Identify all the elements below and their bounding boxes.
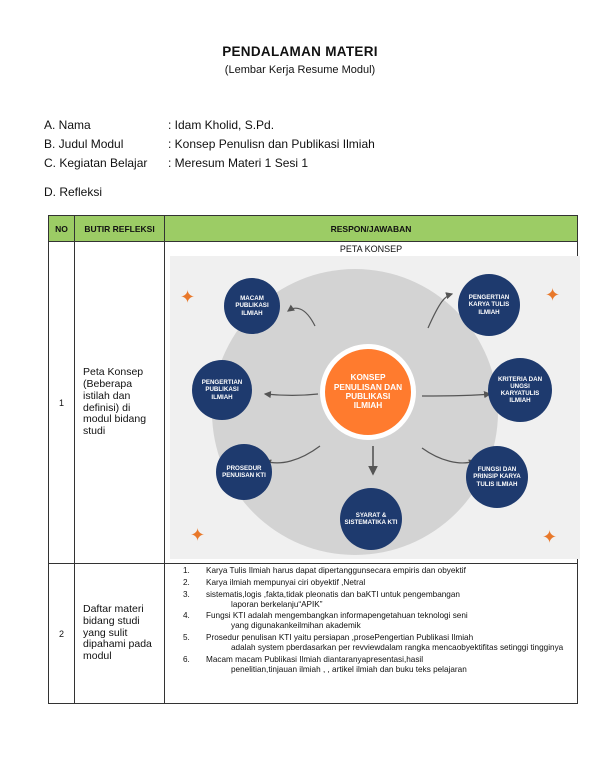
respon-cell: 1.Karya Tulis Ilmiah harus dapat diperta… [164, 563, 578, 704]
judul-label: B. Judul Modul [44, 137, 124, 151]
sparkle-icon: ✦ [180, 287, 196, 307]
node-macam-publikasi: MACAM PUBLIKASI ILMIAH [224, 278, 280, 334]
row-number: 1 [48, 241, 75, 564]
kegiatan-label: C. Kegiatan Belajar [44, 156, 148, 170]
sparkle-icon: ✦ [190, 525, 206, 545]
page-subtitle: (Lembar Kerja Resume Modul) [224, 64, 376, 76]
judul-row: B. Judul Modul : Konsep Penulisn dan Publ… [44, 137, 375, 151]
node-prosedur: PROSEDUR PENUISAN KTI [216, 444, 272, 500]
concept-map: KONSEP PENULISAN DAN PUBLIKASI ILMIAH MA… [170, 256, 580, 559]
difficult-material-list: 1.Karya Tulis Ilmiah harus dapat diperta… [165, 564, 577, 678]
node-pengertian-publikasi: PENGERTIAN PUBLIKASI ILMIAH [192, 360, 252, 420]
peta-konsep-title: PETA KONSEP [339, 244, 403, 254]
list-item: 2.Karya ilmiah mempunyai ciri obyektif ,… [183, 577, 366, 587]
list-item: 5.Prosedur penulisan KTI yaitu persiapan… [183, 633, 564, 652]
nama-label: A. Nama [44, 118, 91, 132]
header-butir: BUTIR REFLEKSI [74, 215, 165, 242]
list-item: 4.Fungsi KTI adalah mengembangkan inform… [183, 611, 468, 631]
node-fungsi: FUNGSI DAN PRINSIP KARYA TULIS ILMIAH [466, 446, 528, 508]
row-butir: Daftar materi bidang studi yang sulit di… [74, 563, 165, 704]
sparkle-icon: ✦ [542, 527, 558, 547]
refleksi-label: D. Refleksi [44, 185, 103, 199]
header-no: NO [48, 215, 75, 242]
row-number: 2 [48, 563, 75, 704]
nama-row: A. Nama : Idam Kholid, S.Pd. [44, 118, 274, 132]
table-header-row: NO BUTIR REFLEKSI RESPON/JAWABAN [48, 215, 578, 242]
list-item: 1.Karya Tulis Ilmiah harus dapat diperta… [183, 566, 466, 575]
table-row: 1 Peta Konsep (Beberapa istilah dan defi… [48, 241, 580, 564]
page-title: PENDALAMAN MATERI [222, 44, 378, 59]
node-syarat: SYARAT & SISTEMATIKA KTI [340, 488, 402, 550]
list-item: 6.Macam macam Publikasi Ilmiah diantaran… [183, 654, 467, 674]
nama-value: : Idam Kholid, S.Pd. [168, 118, 275, 132]
node-pengertian-kti: PENGERTIAN KARYA TULIS ILMIAH [458, 274, 520, 336]
node-kriteria: KRITERIA DAN UNGSI KARYATULIS ILMIAH [488, 358, 552, 422]
concept-center: KONSEP PENULISAN DAN PUBLIKASI ILMIAH [320, 344, 416, 440]
refleksi-table: NO BUTIR REFLEKSI RESPON/JAWABAN 1 Peta … [48, 215, 580, 704]
judul-value: : Konsep Penulisn dan Publikasi Ilmiah [168, 137, 375, 151]
list-item: 3.sistematis,logis ,fakta,tidak pleonati… [183, 589, 460, 609]
sparkle-icon: ✦ [545, 285, 561, 305]
kegiatan-value: : Meresum Materi 1 Sesi 1 [168, 156, 309, 170]
peta-konsep-cell: PETA KONSEP KONS [164, 241, 580, 564]
kegiatan-row: C. Kegiatan Belajar : Meresum Materi 1 Se… [44, 156, 308, 170]
header-respon: RESPON/JAWABAN [164, 215, 578, 242]
row-butir: Peta Konsep (Beberapa istilah dan defini… [74, 241, 165, 564]
table-row: 2 Daftar materi bidang studi yang sulit … [48, 563, 578, 704]
